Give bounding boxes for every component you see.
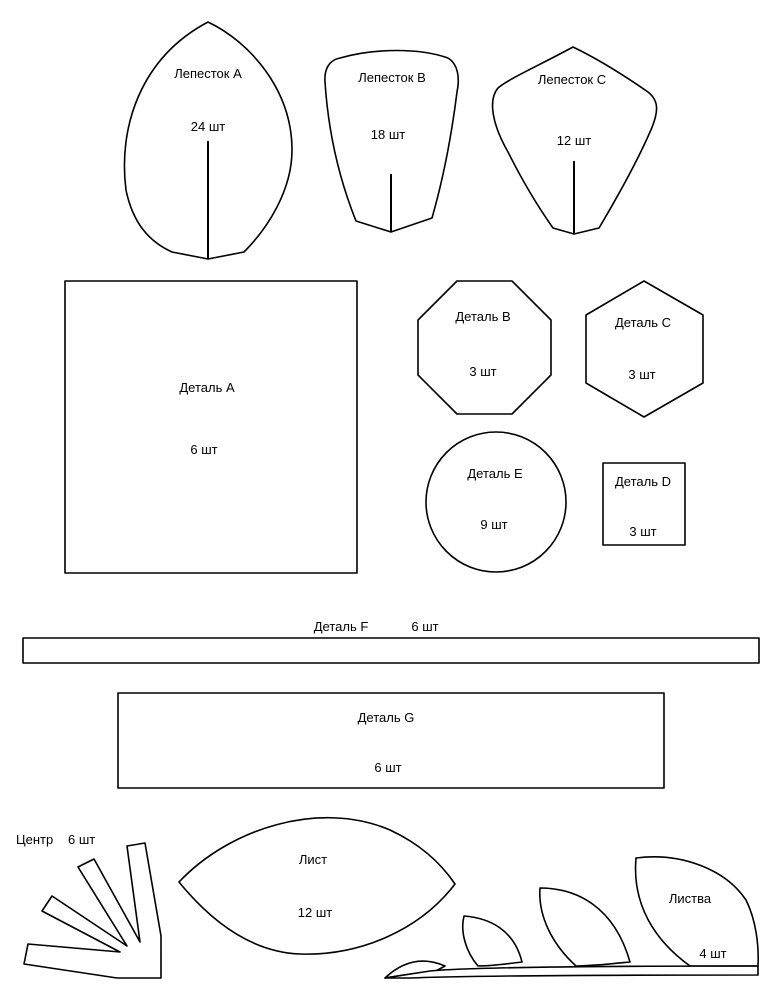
detail-c: Деталь C 3 шт <box>585 280 704 418</box>
detail-c-count: 3 шт <box>628 367 655 382</box>
detail-e-count: 9 шт <box>480 517 507 532</box>
foliage-stem <box>384 965 759 979</box>
detail-g-count: 6 шт <box>374 760 401 775</box>
detail-c-outline <box>585 280 704 418</box>
petal-a-count: 24 шт <box>191 119 226 134</box>
detail-f-outline <box>22 637 760 664</box>
leaf-outline <box>178 817 456 955</box>
petal-b-name: Лепесток B <box>358 70 426 85</box>
detail-d: Деталь D 3 шт <box>602 462 686 546</box>
foliage-name: Листва <box>669 891 712 906</box>
foliage-leaf-2 <box>462 915 523 967</box>
foliage-leaf-large <box>634 856 759 967</box>
detail-b-count: 3 шт <box>469 364 496 379</box>
center-outline <box>23 842 162 979</box>
detail-a-outline <box>64 280 358 574</box>
center-piece: Центр 6 шт <box>16 832 162 979</box>
leaf: Лист 12 шт <box>178 817 456 955</box>
foliage: Листва 4 шт <box>384 856 759 979</box>
foliage-count: 4 шт <box>699 946 726 961</box>
petal-b: Лепесток B 18 шт <box>324 49 460 233</box>
detail-e-name: Деталь E <box>467 466 523 481</box>
detail-a-name: Деталь A <box>179 380 235 395</box>
detail-e-outline <box>425 431 567 573</box>
petal-a-name: Лепесток A <box>174 66 242 81</box>
detail-e: Деталь E 9 шт <box>425 431 567 573</box>
petal-c-count: 12 шт <box>557 133 592 148</box>
detail-b: Деталь B 3 шт <box>417 280 552 415</box>
detail-b-outline <box>417 280 552 415</box>
detail-f: Деталь F 6 шт <box>22 619 760 664</box>
foliage-leaf-3 <box>539 887 631 967</box>
petal-c: Лепесток C 12 шт <box>491 46 658 235</box>
detail-a-count: 6 шт <box>190 442 217 457</box>
petal-c-name: Лепесток C <box>538 72 606 87</box>
detail-c-name: Деталь C <box>615 315 671 330</box>
detail-g-outline <box>117 692 665 789</box>
detail-f-count: 6 шт <box>411 619 438 634</box>
center-name: Центр <box>16 832 53 847</box>
leaf-count: 12 шт <box>298 905 333 920</box>
detail-f-name: Деталь F <box>314 619 369 634</box>
petal-b-outline <box>324 49 460 233</box>
leaf-name: Лист <box>299 852 327 867</box>
detail-g: Деталь G 6 шт <box>117 692 665 789</box>
detail-g-name: Деталь G <box>358 710 415 725</box>
detail-a: Деталь A 6 шт <box>64 280 358 574</box>
petal-b-count: 18 шт <box>371 127 406 142</box>
petal-a: Лепесток A 24 шт <box>123 21 293 260</box>
detail-b-name: Деталь B <box>455 309 510 324</box>
detail-d-count: 3 шт <box>629 524 656 539</box>
detail-d-name: Деталь D <box>615 474 671 489</box>
detail-d-outline <box>602 462 686 546</box>
center-count: 6 шт <box>68 832 95 847</box>
